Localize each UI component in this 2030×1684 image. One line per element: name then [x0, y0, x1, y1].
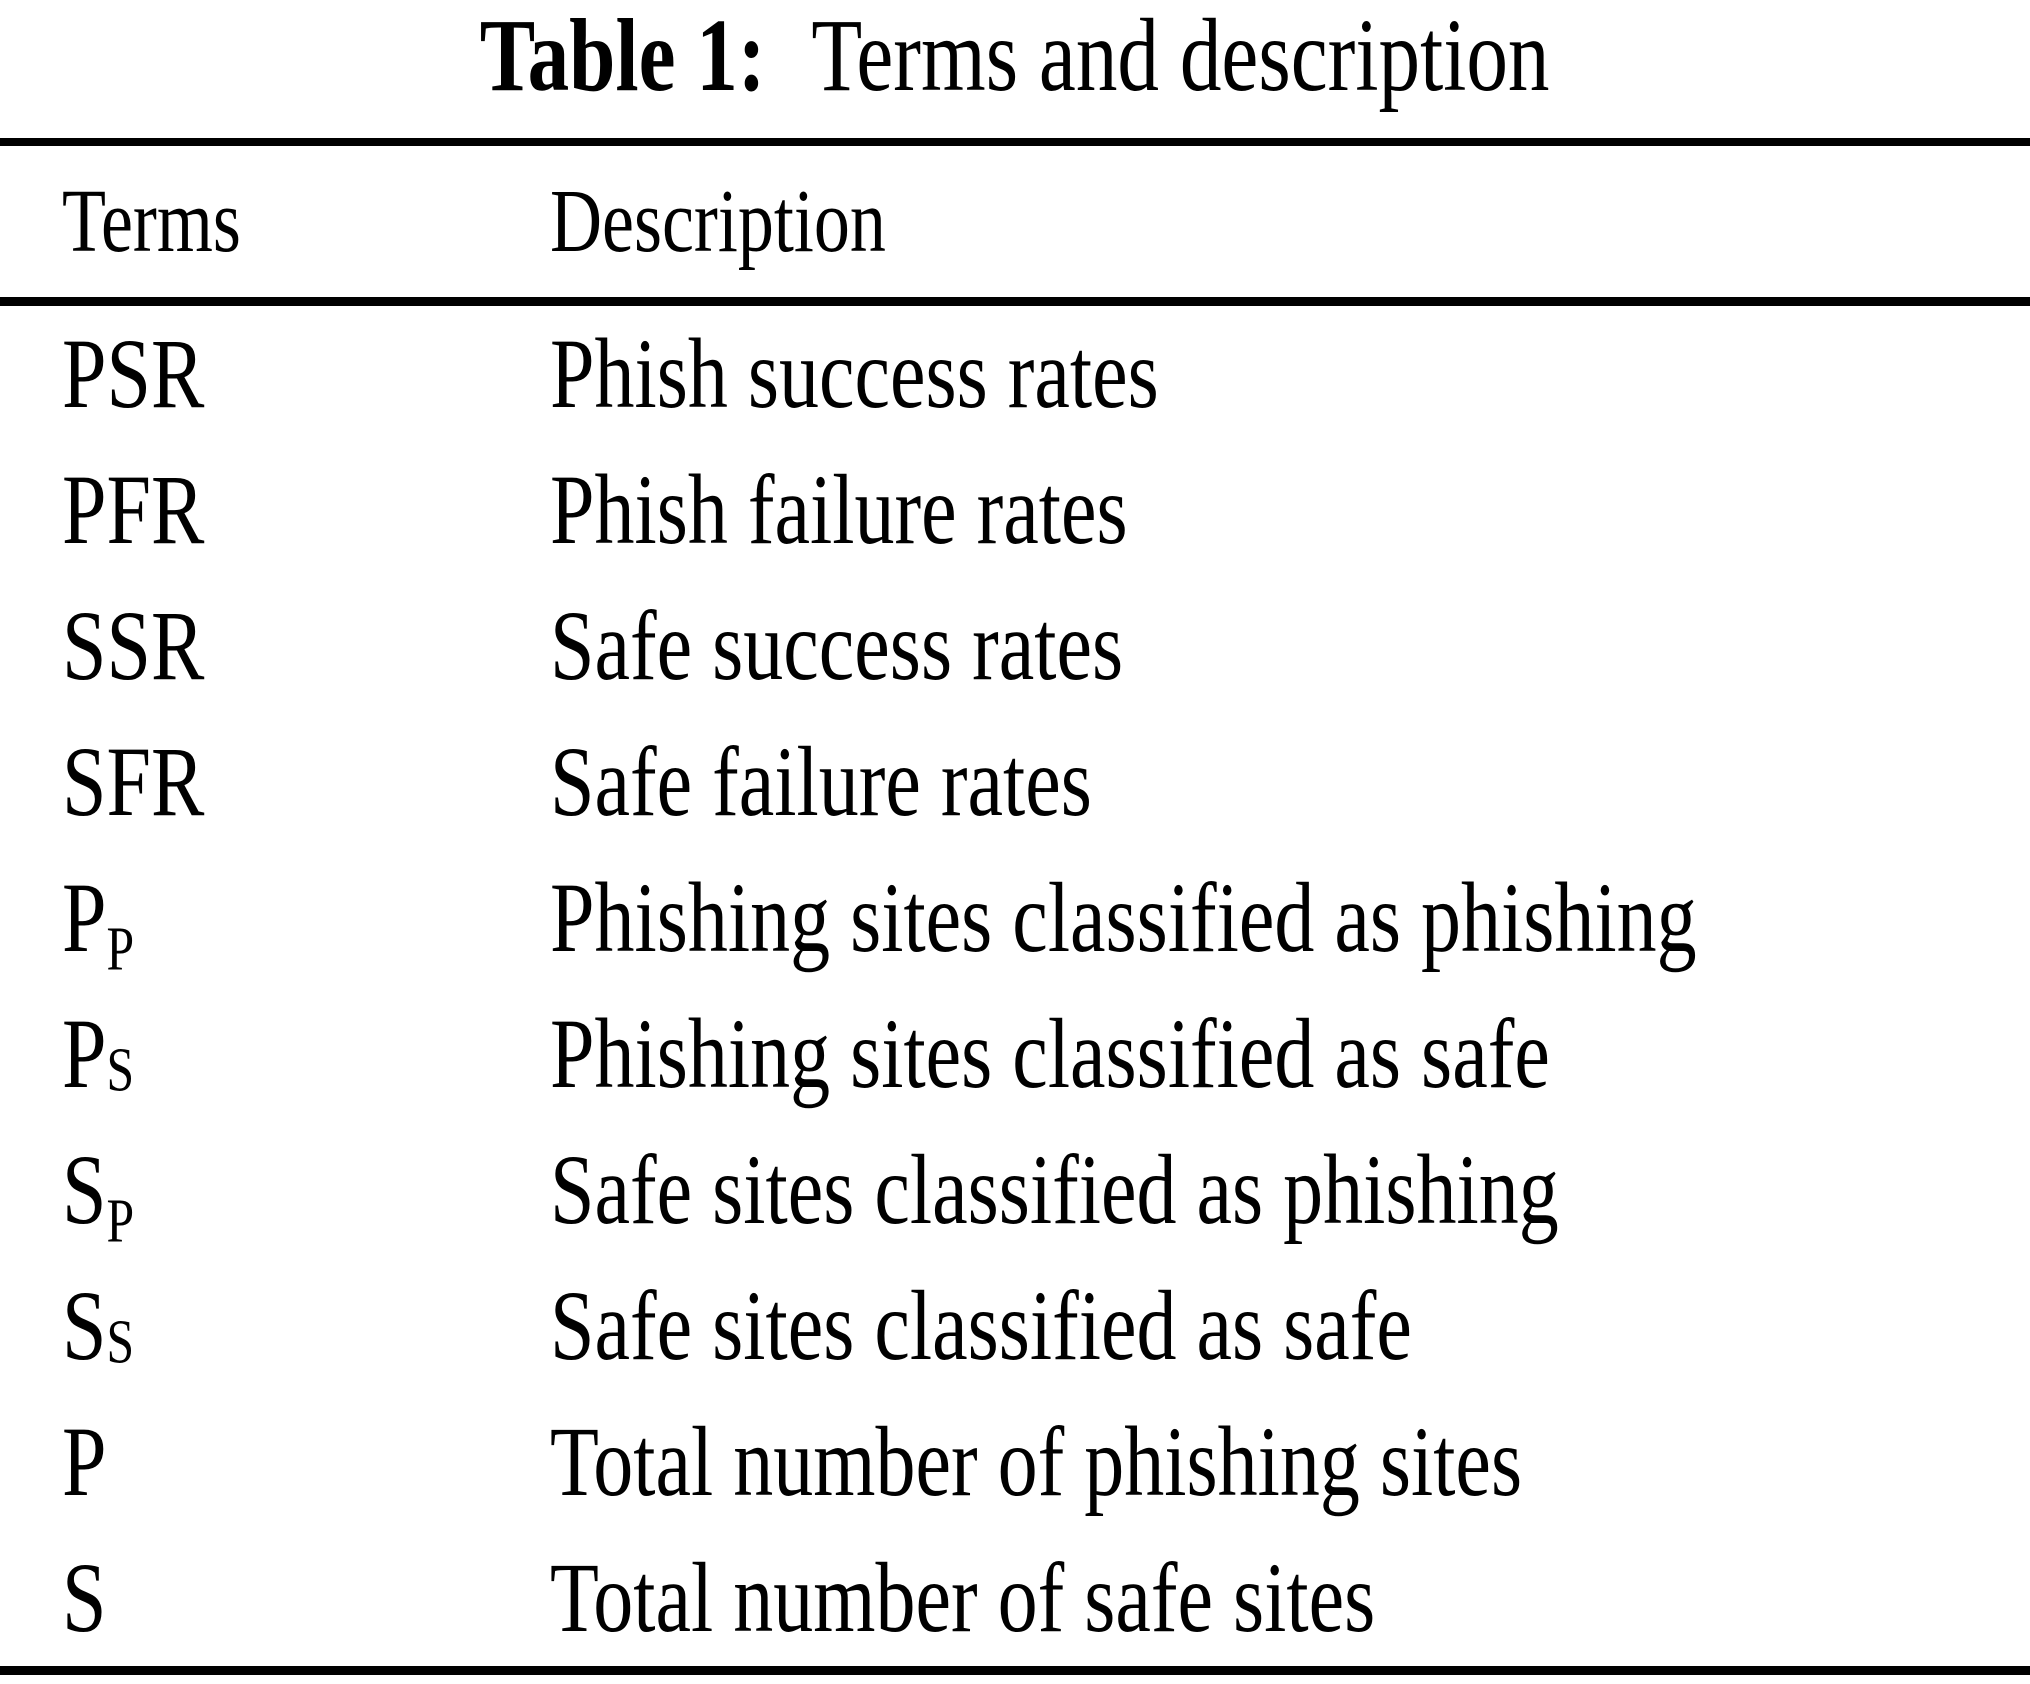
term-text: SP: [62, 1134, 135, 1256]
header-description-cell: Description: [550, 171, 2030, 271]
description-cell: Safe failure rates: [550, 732, 2030, 832]
term-cell: PFR: [0, 460, 550, 560]
table-top-rule: [0, 138, 2030, 146]
term-cell: PP: [0, 862, 550, 984]
term-text: SFR: [62, 726, 205, 837]
description-text: Phishing sites classified as phishing: [550, 862, 1697, 973]
term-text: SS: [62, 1270, 135, 1381]
term-text: SSR: [62, 590, 205, 701]
description-cell: Phishing sites classified as safe: [550, 1004, 2030, 1104]
term-cell: SP: [0, 1134, 550, 1256]
term-cell: SS: [0, 1276, 550, 1376]
table-row: PS Phishing sites classified as safe: [0, 986, 2030, 1122]
header-terms-cell: Terms: [0, 171, 550, 271]
table-row: P Total number of phishing sites: [0, 1394, 2030, 1530]
term-cell: PS: [0, 1004, 550, 1104]
term-text: PP: [62, 862, 135, 984]
description-text: Total number of phishing sites: [550, 1406, 1523, 1517]
description-cell: Phish failure rates: [550, 460, 2030, 560]
table-row: S Total number of safe sites: [0, 1530, 2030, 1666]
table-row: SSR Safe success rates: [0, 578, 2030, 714]
term-cell: S: [0, 1548, 550, 1648]
table-row: PP Phishing sites classified as phishing: [0, 850, 2030, 986]
description-text: Phish success rates: [550, 318, 1159, 429]
term-text: PS: [62, 998, 135, 1109]
table-row: SP Safe sites classified as phishing: [0, 1122, 2030, 1258]
description-cell: Total number of safe sites: [550, 1548, 2030, 1648]
description-text: Safe failure rates: [550, 726, 1092, 837]
term-text: P: [62, 1406, 107, 1517]
table-header-row: Terms Description: [0, 146, 2030, 297]
header-terms-label: Terms: [62, 171, 241, 271]
term-text: PFR: [62, 454, 205, 565]
description-cell: Safe success rates: [550, 596, 2030, 696]
description-text: Safe sites classified as phishing: [550, 1134, 1559, 1245]
table-row: SS Safe sites classified as safe: [0, 1258, 2030, 1394]
header-description-label: Description: [550, 171, 886, 271]
table-row: PSR Phish success rates: [0, 306, 2030, 442]
term-text: S: [62, 1542, 107, 1653]
table-header-rule: [0, 297, 2030, 306]
description-text: Phishing sites classified as safe: [550, 998, 1550, 1109]
table-caption-label: Table 1:: [480, 0, 766, 113]
term-cell: PSR: [0, 324, 550, 424]
table-row: SFR Safe failure rates: [0, 714, 2030, 850]
table-body: PSR Phish success rates PFR Phish failur…: [0, 306, 2030, 1666]
description-cell: Phishing sites classified as phishing: [550, 868, 2030, 968]
term-subscript: P: [106, 915, 135, 984]
description-text: Phish failure rates: [550, 454, 1128, 565]
term-subscript: P: [106, 1187, 135, 1256]
description-cell: Safe sites classified as phishing: [550, 1140, 2030, 1240]
table-row: PFR Phish failure rates: [0, 442, 2030, 578]
description-cell: Total number of phishing sites: [550, 1412, 2030, 1512]
description-text: Total number of safe sites: [550, 1542, 1376, 1653]
table-bottom-rule: [0, 1666, 2030, 1675]
description-cell: Phish success rates: [550, 324, 2030, 424]
table-caption-text: Terms and description: [811, 0, 1550, 113]
table-caption-inner: Table 1:Terms and description: [480, 4, 1550, 108]
term-subscript: S: [106, 1308, 135, 1377]
term-cell: P: [0, 1412, 550, 1512]
description-text: Safe sites classified as safe: [550, 1270, 1412, 1381]
description-text: Safe success rates: [550, 590, 1124, 701]
term-cell: SFR: [0, 732, 550, 832]
term-cell: SSR: [0, 596, 550, 696]
table-caption: Table 1: Terms and description: [0, 0, 2030, 138]
term-subscript: S: [106, 1036, 135, 1105]
description-cell: Safe sites classified as safe: [550, 1276, 2030, 1376]
term-text: PSR: [62, 318, 205, 429]
